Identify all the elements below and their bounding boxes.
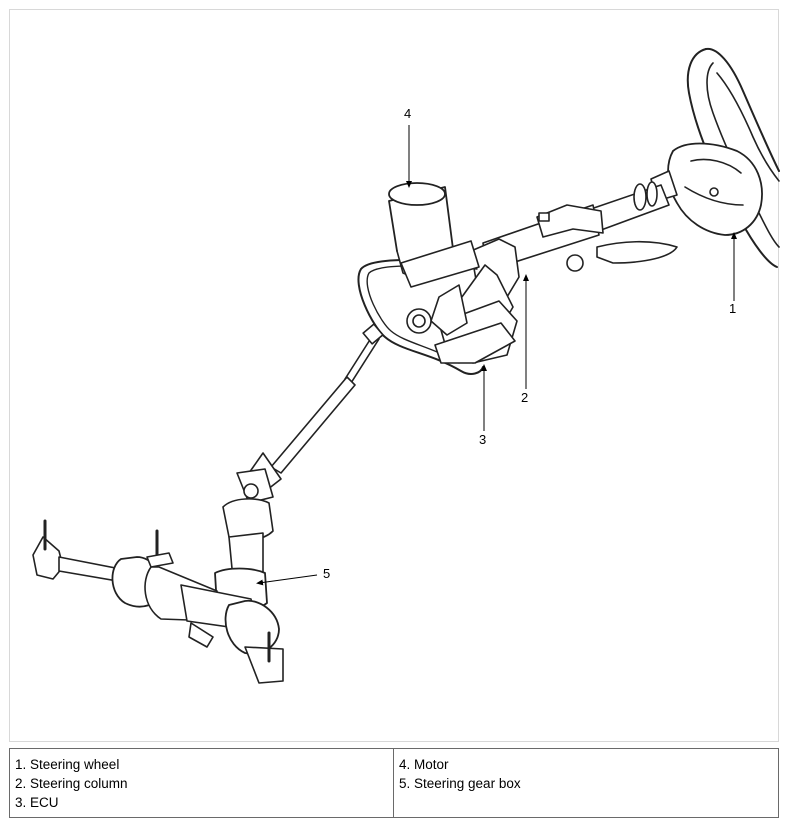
legend-table: 1. Steering wheel 2. Steering column 3. …	[9, 748, 779, 818]
intermediate-shaft	[236, 323, 384, 504]
legend-column-right: 4. Motor 5. Steering gear box	[394, 749, 778, 817]
steering-gear-box	[32, 498, 284, 684]
legend-item-steering-wheel: 1. Steering wheel	[15, 757, 120, 772]
callout-2: 2	[521, 390, 528, 405]
steering-wheel	[650, 47, 780, 268]
legend-item-steering-gear-box: 5. Steering gear box	[399, 776, 521, 791]
steering-system-illustration: 1 2 3 4 5	[32, 47, 780, 684]
motor	[388, 182, 480, 288]
callout-4: 4	[404, 106, 411, 121]
callout-5: 5	[323, 566, 330, 581]
callout-3: 3	[479, 432, 486, 447]
diagram-panel: 1 2 3 4 5	[9, 9, 780, 742]
legend-column-left: 1. Steering wheel 2. Steering column 3. …	[10, 749, 394, 817]
legend-item-steering-column: 2. Steering column	[15, 776, 128, 791]
ecu	[434, 322, 516, 364]
legend-item-motor: 4. Motor	[399, 757, 449, 772]
callout-1: 1	[729, 301, 736, 316]
legend-item-ecu: 3. ECU	[15, 795, 59, 810]
